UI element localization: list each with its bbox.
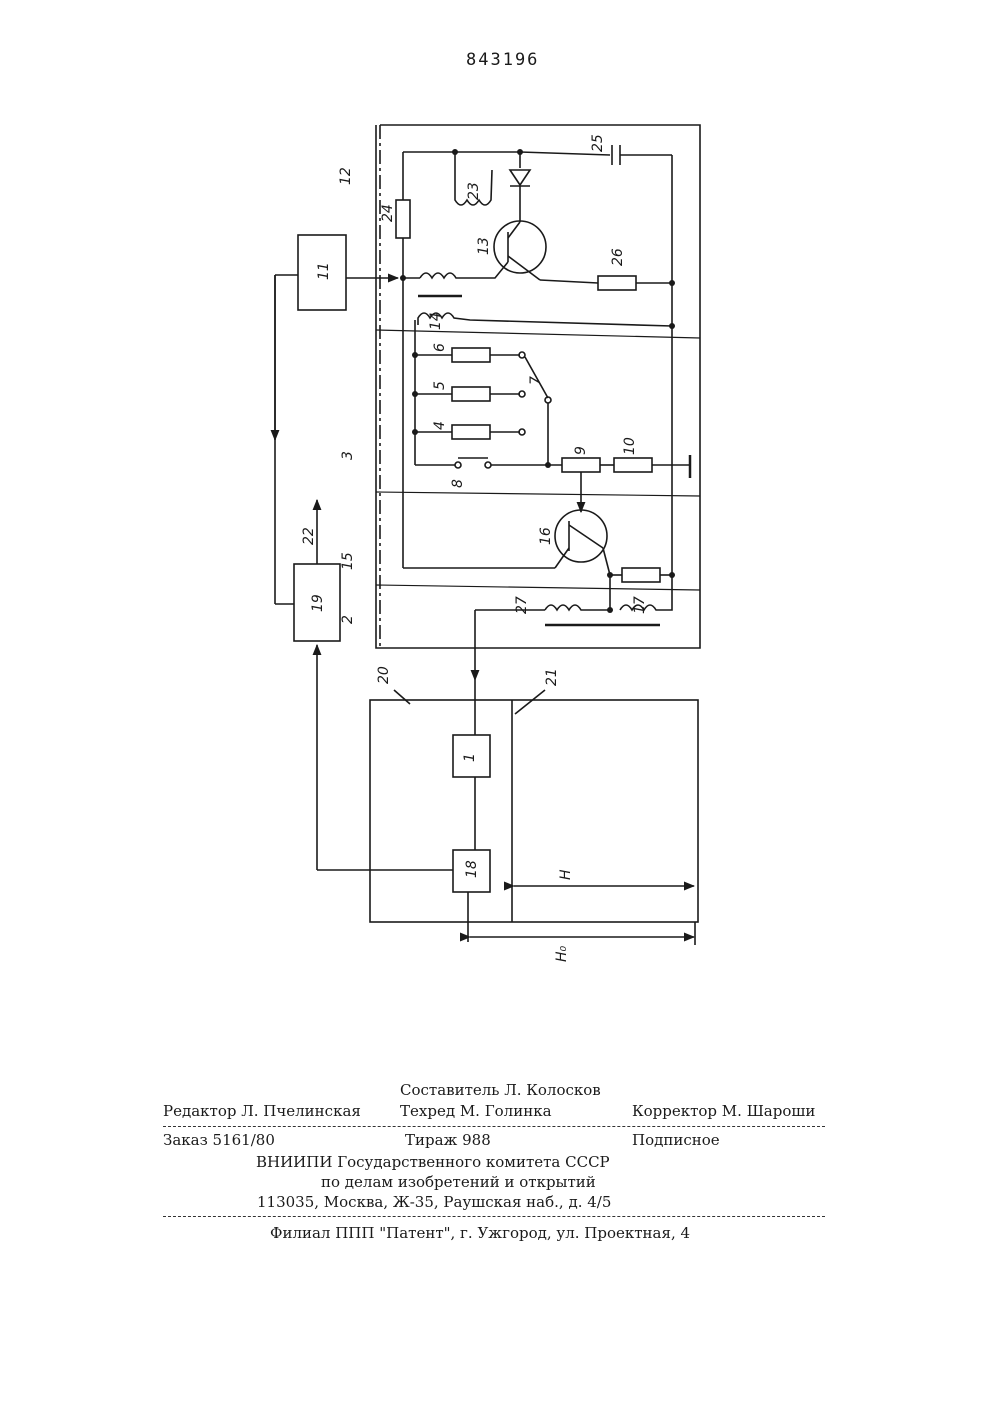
imprint-corrector: Корректор М. Шароши xyxy=(632,1102,815,1120)
label-6: 6 xyxy=(432,343,448,352)
wire xyxy=(540,280,598,283)
label-22: 22 xyxy=(301,527,317,545)
imprint-order: Заказ 5161/80 xyxy=(163,1131,275,1149)
resistor-26 xyxy=(598,276,636,290)
frame-line xyxy=(376,585,700,590)
button-8-contact xyxy=(455,462,461,468)
diode xyxy=(510,170,530,185)
label-9: 9 xyxy=(573,446,589,455)
wire xyxy=(569,525,603,548)
imprint-address: 113035, Москва, Ж-35, Раушская наб., д. … xyxy=(257,1193,611,1211)
label-5: 5 xyxy=(432,381,448,390)
label-24: 24 xyxy=(380,204,396,222)
label-18: 18 xyxy=(464,860,480,878)
label-15: 15 xyxy=(340,552,356,570)
wire xyxy=(603,548,610,575)
label-H0: H₀ xyxy=(554,945,570,962)
resistor-6 xyxy=(452,348,490,362)
resistor-4 xyxy=(452,425,490,439)
label-23: 23 xyxy=(466,182,482,200)
label-27: 27 xyxy=(514,596,530,614)
label-1: 1 xyxy=(462,753,478,762)
transistor-16 xyxy=(555,510,607,562)
imprint-editor: Редактор Л. Пчелинская xyxy=(163,1102,361,1120)
wire xyxy=(508,222,520,238)
imprint-subscription: Подписное xyxy=(632,1131,720,1149)
imprint-circulation: Тираж 988 xyxy=(405,1131,491,1149)
label-2: 2 xyxy=(340,615,356,624)
label-4: 4 xyxy=(432,421,448,430)
label-8: 8 xyxy=(450,479,466,488)
label-16: 16 xyxy=(538,527,554,545)
tank-20 xyxy=(370,700,698,922)
resistor-10 xyxy=(614,458,652,472)
imprint-branch: Филиал ППП "Патент", г. Ужгород, ул. Про… xyxy=(270,1224,690,1242)
label-21: 21 xyxy=(544,668,560,686)
label-20: 20 xyxy=(376,666,392,684)
label-19: 19 xyxy=(310,594,326,612)
leader-20 xyxy=(394,690,410,704)
label-14: 14 xyxy=(428,312,444,330)
coil-27 xyxy=(545,605,610,610)
coil-14 xyxy=(418,313,672,326)
label-10: 10 xyxy=(622,437,638,455)
frame-line xyxy=(376,492,700,496)
label-H: H xyxy=(558,869,574,880)
divider-rule xyxy=(163,1126,825,1127)
label-17: 17 xyxy=(632,596,648,614)
circuit-diagram: 12 24 23 25 13 26 11 14 6 5 4 7 3 8 9 10… xyxy=(0,0,1000,1010)
coil-primary xyxy=(420,262,508,278)
imprint-org-line-1: ВНИИПИ Государственного комитета СССР xyxy=(256,1153,610,1171)
label-7: 7 xyxy=(528,376,544,385)
label-13: 13 xyxy=(476,237,492,255)
label-25: 25 xyxy=(590,134,606,152)
resistor-5 xyxy=(452,387,490,401)
button-8-contact xyxy=(485,462,491,468)
label-26: 26 xyxy=(610,248,626,266)
housing-frame xyxy=(376,125,700,648)
label-3: 3 xyxy=(340,451,356,460)
imprint-org-line-2: по делам изобретений и открытий xyxy=(321,1173,596,1191)
frame-line xyxy=(376,330,700,338)
resistor-17 xyxy=(622,568,660,582)
potentiometer-9 xyxy=(562,458,600,472)
imprint-composer: Составитель Л. Колосков xyxy=(400,1081,601,1099)
imprint-techred: Техред М. Голинка xyxy=(400,1102,552,1120)
label-11: 11 xyxy=(316,262,332,280)
label-12: 12 xyxy=(338,167,354,185)
leader-21 xyxy=(515,690,545,714)
resistor-24 xyxy=(396,200,410,238)
divider-rule xyxy=(163,1216,825,1217)
